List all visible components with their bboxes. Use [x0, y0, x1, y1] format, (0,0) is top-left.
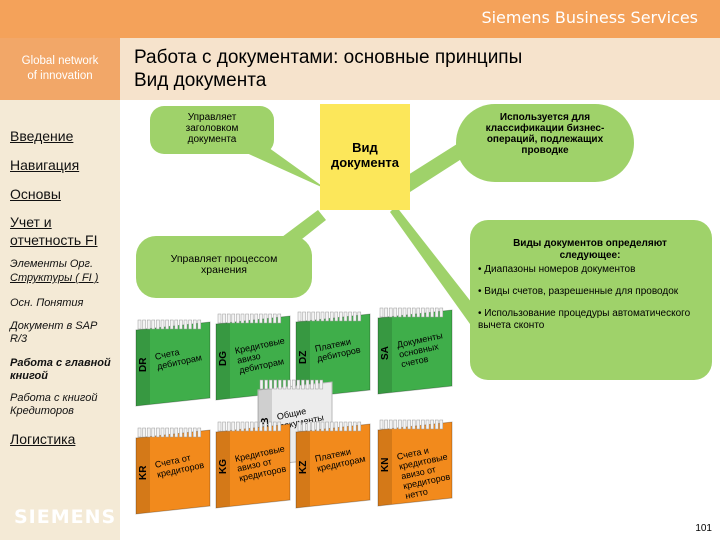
binder-code: KR	[138, 465, 149, 480]
nav-item-general-ledger-line-1[interactable]: Работа с главной	[10, 357, 111, 369]
classification-bubble: Используется для классификации бизнес- о…	[456, 104, 634, 182]
page-title-line-2: Вид документа	[134, 70, 267, 91]
tagline-line-2: of innovation	[27, 70, 93, 82]
binder-code: SA	[380, 346, 391, 360]
binder-8: KN Счета и кредитовые авизо от кредиторов…	[374, 418, 456, 510]
nav-item-basics[interactable]: Основы	[10, 186, 61, 202]
binder-code: DG	[218, 351, 229, 366]
binder-code: DZ	[298, 350, 309, 364]
title-bar: Работа с документами: основные принципы …	[120, 38, 720, 100]
classify-line-4: проводке	[521, 145, 569, 156]
header-bubble-line-3: документа	[187, 134, 237, 145]
nav-item-logistics[interactable]: Логистика	[10, 431, 76, 447]
brand-name: Siemens Business Services	[481, 8, 698, 27]
document-type-note: Вид документа	[320, 104, 410, 210]
tagline-line-1: Global network	[21, 55, 99, 67]
page-title-line-1: Работа с документами: основные принципы	[134, 47, 523, 68]
binder-label: Счета и кредитовые авизо от кредиторов н…	[396, 445, 452, 501]
nav-item-introduction[interactable]: Введение	[10, 128, 74, 144]
info-bullet-discount: • Использование процедуры автоматическог…	[478, 308, 691, 331]
sidebar-header: Global network of innovation	[0, 38, 120, 100]
info-head-line-1: Виды документов определяют	[513, 238, 667, 249]
header-control-bubble: Управляет заголовком документа	[150, 106, 274, 154]
binder-shape	[215, 313, 291, 401]
nav-item-navigation[interactable]: Навигация	[10, 157, 80, 173]
nav-item-org-structure-line-1[interactable]: Элементы Орг.	[10, 258, 94, 270]
binder-code: KG	[218, 459, 229, 474]
nav-item-vendor-ledger-line-1[interactable]: Работа с книгой	[10, 392, 98, 404]
nav-item-general-ledger-line-2[interactable]: книгой	[10, 370, 48, 382]
top-banner: Siemens Business Services	[0, 0, 720, 38]
binder-shape	[295, 421, 371, 509]
page-number: 101	[695, 523, 712, 534]
binder-code: KZ	[298, 460, 309, 474]
classify-line-2: классификации бизнес-	[485, 123, 605, 134]
siemens-logo: SIEMENS	[14, 506, 117, 528]
document-types-info: Виды документов определяют следующее: • …	[470, 220, 712, 380]
nav-item-org-structure-line-2[interactable]: Структуры ( FI )	[10, 272, 99, 284]
nav-item-sap-document-line-2[interactable]: R/3	[10, 333, 28, 345]
connector-header	[240, 140, 336, 196]
nav-item-sap-document-line-1[interactable]: Документ в SAP	[10, 320, 98, 332]
storage-line-1: Управляет процессом	[170, 253, 278, 265]
binder-code: KN	[380, 457, 391, 472]
storage-bubble: Управляет процессом хранения	[136, 236, 312, 298]
sidebar	[0, 38, 120, 540]
doc-type-line-2: документа	[330, 155, 400, 170]
binder-shape	[135, 319, 211, 407]
header-bubble-line-2: заголовком	[185, 123, 239, 134]
binder-shape	[377, 419, 453, 507]
binder-shape	[215, 421, 291, 509]
tagline: Global network of innovation	[0, 54, 120, 84]
page-title: Работа с документами: основные принципы …	[134, 46, 522, 92]
binder-shape	[135, 427, 211, 515]
header-bubble-line-1: Управляет	[187, 112, 237, 123]
binder-code: DR	[138, 357, 149, 372]
classify-line-1: Используется для	[499, 112, 591, 123]
nav-item-vendor-ledger-line-2[interactable]: Кредиторов	[10, 405, 74, 417]
info-bullet-account-types: • Виды счетов, разрешенные для проводок	[478, 286, 679, 297]
storage-line-2: хранения	[201, 264, 247, 276]
nav-item-basic-concepts[interactable]: Осн. Понятия	[10, 297, 84, 309]
info-bullet-number-ranges: • Диапазоны номеров документов	[478, 264, 636, 275]
classify-line-3: операций, подлежащих	[486, 134, 604, 145]
binder-shape	[295, 311, 371, 399]
binder-shape	[377, 307, 453, 395]
doc-type-line-1: Вид	[352, 140, 378, 155]
info-head-line-2: следующее:	[559, 250, 621, 261]
nav-item-accounting-line-2[interactable]: отчетность FI	[10, 232, 98, 248]
nav-item-accounting-line-1[interactable]: Учет и	[10, 214, 52, 230]
